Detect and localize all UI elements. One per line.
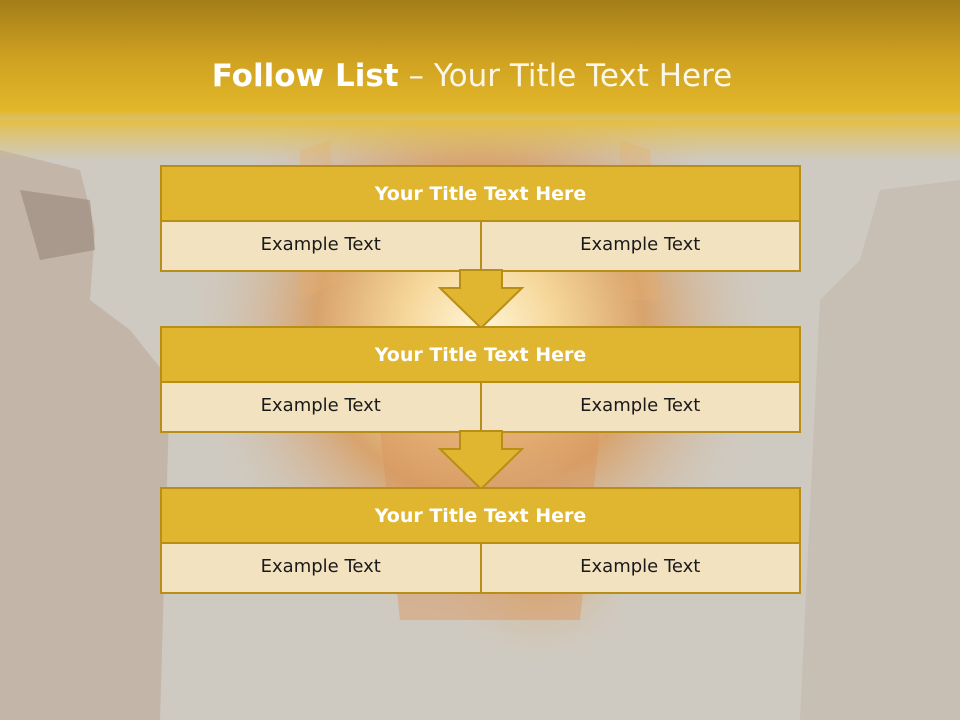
down-arrow-icon (438, 269, 524, 330)
page-title: Follow List – Your Title Text Here (0, 52, 944, 100)
step-cell-right: Example Text (479, 383, 800, 431)
step-cell-left: Example Text (260, 556, 381, 577)
step-cell-left: Example Text (260, 234, 381, 255)
step-row: Example Text Example Text (160, 383, 801, 433)
step-row: Example Text Example Text (160, 544, 801, 594)
step-title: Your Title Text Here (160, 326, 801, 383)
page-title-bold: Follow List (211, 58, 399, 94)
step-title: Your Title Text Here (160, 487, 801, 544)
step-cell-right: Example Text (479, 222, 800, 270)
step-row: Example Text Example Text (160, 222, 801, 272)
step-block-2: Your Title Text Here Example Text Exampl… (160, 326, 801, 433)
step-block-3: Your Title Text Here Example Text Exampl… (160, 487, 801, 594)
step-block-1: Your Title Text Here Example Text Exampl… (160, 165, 801, 272)
page-title-rest: – Your Title Text Here (398, 58, 733, 94)
header-band (0, 0, 960, 130)
header-fade (0, 120, 960, 160)
step-title: Your Title Text Here (160, 165, 801, 222)
down-arrow-icon (438, 430, 524, 491)
step-cell-right: Example Text (479, 544, 800, 592)
step-cell-left: Example Text (260, 395, 381, 416)
